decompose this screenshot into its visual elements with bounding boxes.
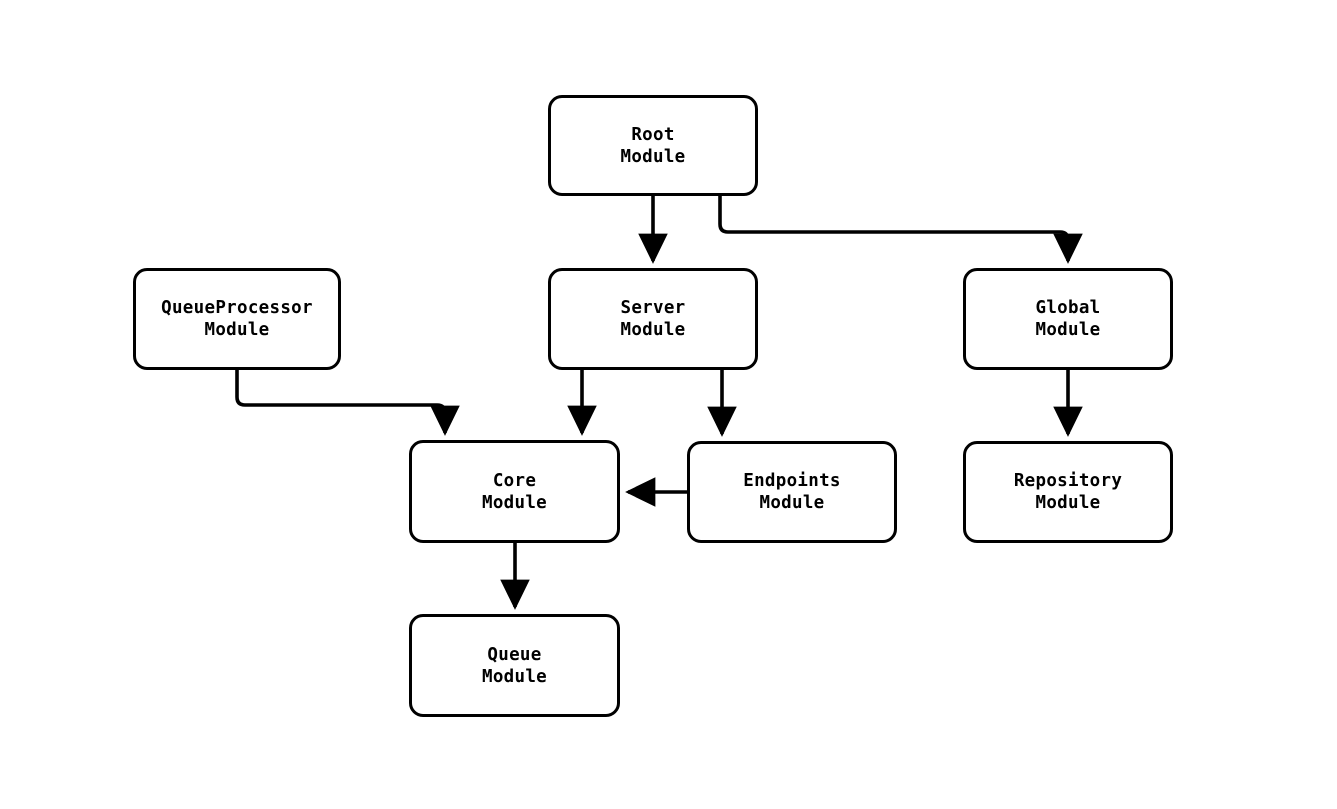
node-label-line1: Core: [492, 470, 537, 491]
node-label-line1: QueueProcessor: [161, 298, 313, 318]
node-label-line1: Global: [1035, 298, 1101, 318]
node-global-module[interactable]: Global Module: [963, 268, 1173, 370]
node-label-line1: Server: [620, 298, 686, 318]
node-root-module[interactable]: Root Module: [548, 95, 758, 196]
node-repository-module[interactable]: Repository Module: [963, 441, 1173, 543]
node-queueprocessor-module[interactable]: QueueProcessor Module: [133, 268, 341, 370]
node-label-line2: Module: [481, 666, 547, 687]
node-core-module[interactable]: Core Module: [409, 440, 620, 543]
node-label-line1: Queue: [487, 644, 542, 665]
node-label-line1: Root: [631, 124, 675, 145]
node-label-line2: Module: [1035, 320, 1101, 340]
node-label-line2: Module: [620, 146, 686, 167]
node-label-line2: Module: [1035, 493, 1101, 513]
node-label-line2: Module: [481, 492, 547, 513]
node-label-line1: Endpoints: [743, 471, 841, 491]
node-label-line2: Module: [759, 493, 825, 513]
node-server-module[interactable]: Server Module: [548, 268, 758, 370]
edge-root-to-global: [718, 196, 1083, 264]
node-endpoints-module[interactable]: Endpoints Module: [687, 441, 897, 543]
node-queue-module[interactable]: Queue Module: [409, 614, 620, 717]
node-label-line2: Module: [620, 320, 686, 340]
node-label-line1: Repository: [1013, 471, 1123, 491]
edge-queueprocessor-to-core: [235, 370, 460, 436]
node-label-line2: Module: [204, 320, 270, 340]
